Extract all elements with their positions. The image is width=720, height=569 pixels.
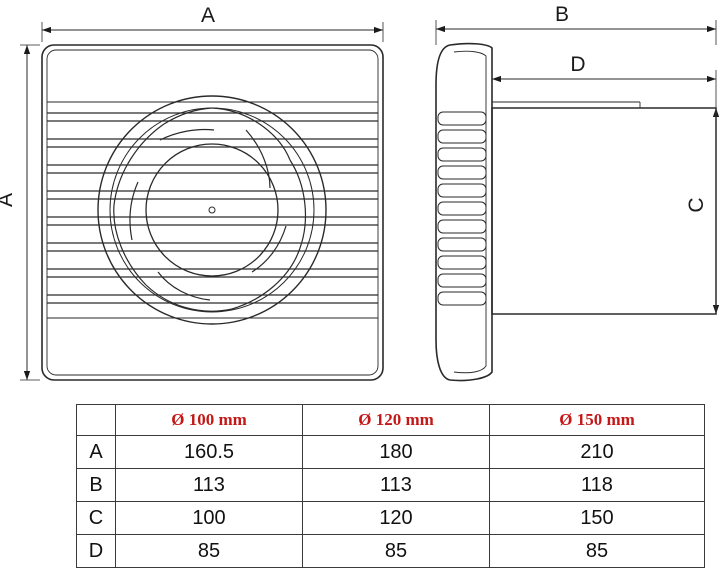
table-row: A 160.5 180 210 [76, 435, 705, 469]
row-label: A [76, 435, 116, 469]
table-cell: 85 [115, 534, 303, 568]
table-cell: 113 [115, 468, 303, 502]
table-cell: 160.5 [115, 435, 303, 469]
dimension-table: Ø 100 mm Ø 120 mm Ø 150 mm A 160.5 180 2… [76, 404, 705, 568]
label-a-height: A [0, 193, 17, 207]
table-corner-cell [76, 404, 116, 436]
row-label: D [76, 534, 116, 568]
side-view [435, 20, 720, 382]
label-d: D [570, 53, 585, 76]
row-label: C [76, 501, 116, 535]
table-row: D 85 85 85 [76, 534, 705, 568]
label-b: B [555, 3, 569, 26]
table-cell: 113 [302, 468, 490, 502]
column-header-150mm: Ø 150 mm [489, 404, 705, 436]
table-cell: 85 [489, 534, 705, 568]
column-header-100mm: Ø 100 mm [115, 404, 303, 436]
front-panel [41, 44, 384, 381]
front-view [20, 22, 384, 381]
table-cell: 118 [489, 468, 705, 502]
table-row: B 113 113 118 [76, 468, 705, 502]
table-cell: 85 [302, 534, 490, 568]
technical-drawing: A A B D C [0, 3, 720, 382]
table-cell: 180 [302, 435, 490, 469]
row-label: B [76, 468, 116, 502]
impeller-hub [145, 143, 279, 277]
table-row: C 100 120 150 [76, 501, 705, 535]
grille-louvers [47, 112, 378, 304]
cover-profile [435, 42, 493, 382]
fan-body [491, 107, 717, 315]
column-header-120mm: Ø 120 mm [302, 404, 490, 436]
table-header-row: Ø 100 mm Ø 120 mm Ø 150 mm [76, 404, 705, 436]
side-ribs [437, 111, 487, 306]
label-c: C [685, 197, 708, 212]
table-cell: 120 [302, 501, 490, 535]
table-cell: 100 [115, 501, 303, 535]
fan-outer-ring [97, 95, 327, 325]
table-cell: 210 [489, 435, 705, 469]
table-cell: 150 [489, 501, 705, 535]
label-a-width: A [201, 4, 215, 27]
